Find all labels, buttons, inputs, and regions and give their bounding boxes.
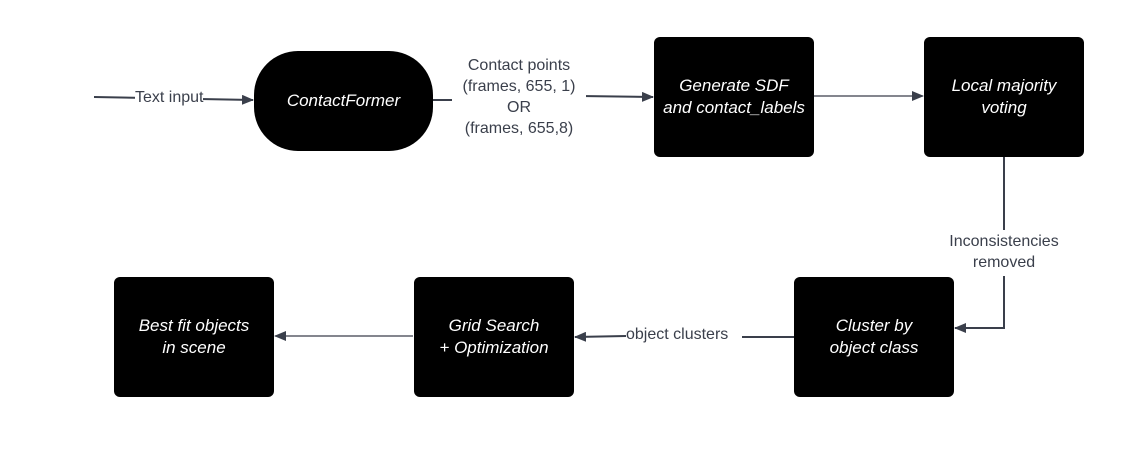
edge-contact-points [433, 96, 653, 100]
generate-sdf-node: Generate SDF and contact_labels [654, 37, 814, 157]
object-clusters-label: object clusters [626, 324, 729, 345]
grid-search-node: Grid Search + Optimization [414, 277, 574, 397]
local-voting-label: Local majority voting [951, 76, 1057, 117]
best-fit-label: Best fit objects in scene [138, 316, 250, 357]
edge-inconsistencies [955, 157, 1005, 328]
grid-search-label: Grid Search + Optimization [439, 316, 549, 357]
local-voting-node: Local majority voting [924, 37, 1084, 157]
cluster-node: Cluster by object class [794, 277, 954, 397]
generate-sdf-label: Generate SDF and contact_labels [663, 76, 805, 117]
contact-points-label: Contact points (frames, 655, 1) OR (fram… [452, 55, 586, 139]
text-input-label: Text input [135, 87, 204, 108]
contactformer-node: ContactFormer [254, 51, 433, 151]
contactformer-label: ContactFormer [286, 91, 401, 110]
best-fit-node: Best fit objects in scene [114, 277, 274, 397]
cluster-label: Cluster by object class [829, 316, 919, 357]
edge-object-clusters [575, 336, 794, 337]
inconsistencies-label: Inconsistencies removed [938, 231, 1070, 273]
